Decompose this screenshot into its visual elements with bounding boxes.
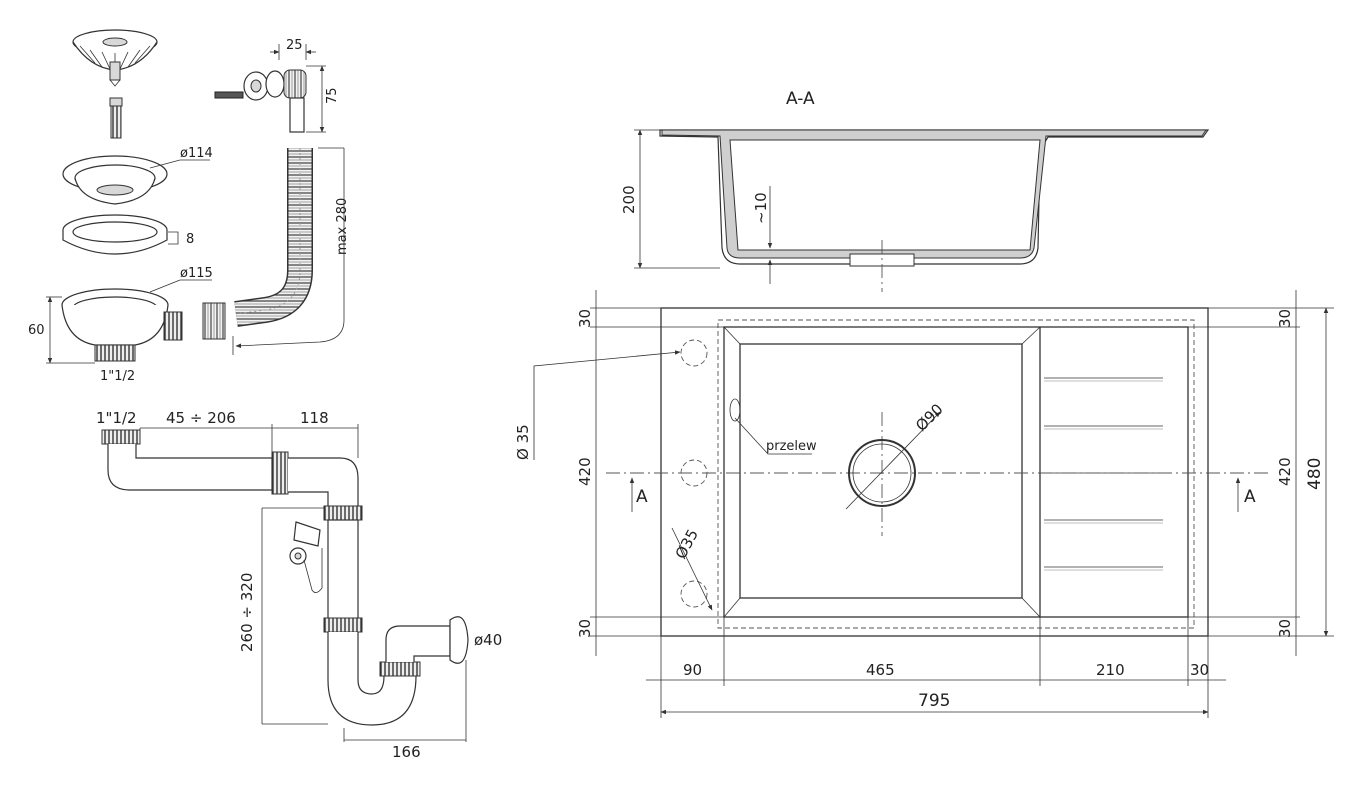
right-dim-top: 30 <box>1276 309 1294 328</box>
gasket: 8 <box>62 214 194 255</box>
strainer-basket <box>72 29 158 87</box>
bottom-dim-left: 90 <box>683 661 702 679</box>
left-dim-bottom: 30 <box>576 619 594 638</box>
section-marker-right: A <box>1244 487 1256 507</box>
strainer-diameter-label: ø114 <box>180 146 213 161</box>
strainer-flange: ø114 <box>62 146 213 205</box>
siphon-pipe-label: ø40 <box>474 631 502 649</box>
drain-diameter-label: Ø90 <box>912 400 947 435</box>
strainer-screw <box>109 97 123 139</box>
plan-dimensions-bottom: 90 465 210 30 795 <box>646 617 1226 718</box>
section-depth-label: 200 <box>620 185 638 214</box>
overflow-kit: 25 75 <box>214 38 340 133</box>
siphon <box>101 429 469 726</box>
plan-view: Ø90 przelew Ø 35 Ø35 A A <box>514 307 1270 637</box>
left-dim-top: 30 <box>576 309 594 328</box>
tap-hole-label: Ø 35 <box>514 424 532 460</box>
siphon-dimensions: 1"1/2 45 ÷ 206 118 260 ÷ 320 ø40 166 <box>96 409 502 761</box>
right-dim-middle: 420 <box>1276 457 1294 486</box>
siphon-width-label: 166 <box>392 743 421 761</box>
siphon-offset-label: 118 <box>300 409 329 427</box>
right-dim-bottom: 30 <box>1276 619 1294 638</box>
overall-height-label: 480 <box>1305 458 1325 490</box>
left-dim-middle: 420 <box>576 457 594 486</box>
trap-height-label: 75 <box>325 87 340 104</box>
outlet-diameter-label: ø115 <box>180 266 213 281</box>
outlet-body: ø115 60 1"1/2 <box>28 266 213 384</box>
plan-dimensions-left: 30 420 30 <box>576 290 724 656</box>
outlet-height-label: 60 <box>28 323 45 338</box>
plan-dimensions-right: 30 420 30 480 <box>1188 290 1334 656</box>
siphon-thread-label: 1"1/2 <box>96 409 137 427</box>
overall-width-label: 795 <box>918 691 950 711</box>
bottom-dim-right: 30 <box>1190 661 1209 679</box>
overflow-label: przelew <box>766 439 817 454</box>
section-title: A-A <box>786 89 815 109</box>
section-view: 200 ~10 <box>620 129 1210 292</box>
flexible-hose: max 280 <box>202 147 350 355</box>
siphon-adjust-label: 45 ÷ 206 <box>166 409 236 427</box>
hose-length-label: max 280 <box>335 198 350 255</box>
gasket-thickness-label: 8 <box>186 232 194 247</box>
outlet-thread-label: 1"1/2 <box>100 369 135 384</box>
section-marker-left: A <box>636 487 648 507</box>
tap-hole-alt-label: Ø35 <box>672 526 702 562</box>
bottom-dim-drainer: 210 <box>1096 661 1125 679</box>
bottom-dim-bowl: 465 <box>866 661 895 679</box>
section-wall-label: ~10 <box>752 192 770 224</box>
siphon-height-label: 260 ÷ 320 <box>238 573 256 652</box>
trap-spacing-label: 25 <box>286 38 303 53</box>
